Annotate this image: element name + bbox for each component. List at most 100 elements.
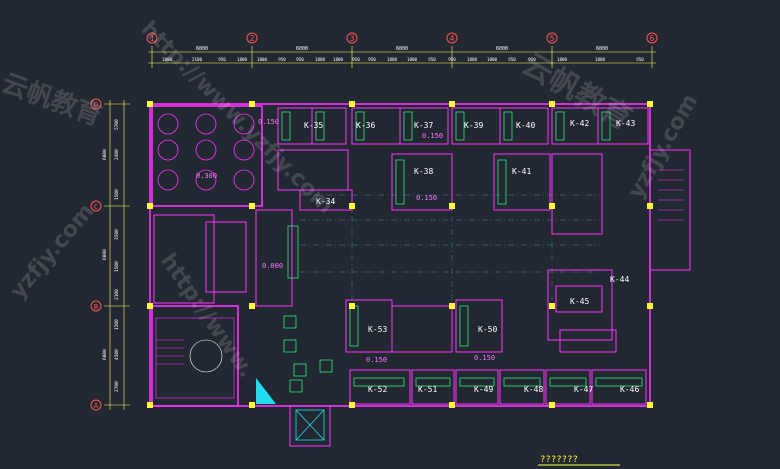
svg-text:1800: 1800 [487,57,498,62]
svg-text:1800: 1800 [407,57,418,62]
stair-left [155,317,235,399]
svg-text:K-50: K-50 [478,325,497,334]
grid-axis-6: 6 [646,32,658,44]
svg-text:4: 4 [450,34,455,43]
svg-text:950: 950 [528,57,536,62]
lobby-seating [283,315,333,393]
top-dimension-text: 6000 6000 6000 6000 6000 [196,46,608,52]
svg-text:云帆教育: 云帆教育 [0,67,106,132]
grid-axis-2: 2 [246,32,258,44]
svg-text:0.300: 0.300 [196,172,217,180]
svg-text:6000: 6000 [196,46,208,52]
svg-text:5: 5 [550,34,555,43]
svg-text:6000: 6000 [396,46,408,52]
grid-axis-5: 5 [546,32,558,44]
svg-text:950: 950 [508,57,516,62]
svg-text:5700: 5700 [114,119,120,130]
svg-text:950: 950 [296,57,304,62]
grid-axis-D: D [90,98,102,110]
elevator [295,409,325,441]
svg-text:K-47: K-47 [574,385,593,394]
grid-axis-3: 3 [346,32,358,44]
svg-text:http://www.: http://www. [155,249,259,382]
svg-text:1800: 1800 [237,57,248,62]
svg-text:K-43: K-43 [616,119,635,128]
room-labels-lower: K-53 K-50 [368,325,497,334]
svg-text:6000: 6000 [596,46,608,52]
svg-text:6000: 6000 [296,46,308,52]
svg-text:1800: 1800 [467,57,478,62]
svg-text:???????: ??????? [540,455,578,465]
svg-text:1800: 1800 [387,57,398,62]
svg-text:0.000: 0.000 [262,262,283,270]
svg-text:K-36: K-36 [356,121,375,130]
svg-text:0.150: 0.150 [474,354,495,362]
svg-text:950: 950 [218,57,226,62]
svg-text:K-39: K-39 [464,121,483,130]
sofa-fixtures [281,111,643,387]
svg-text:6000: 6000 [102,349,108,360]
dining-tables [157,113,255,191]
svg-text:A: A [94,402,99,410]
svg-text:K-34: K-34 [316,197,335,206]
svg-text:K-40: K-40 [516,121,535,130]
svg-text:1800: 1800 [257,57,268,62]
level-marks: 0.150 0.300 0.000 0.150 0.150 0.150 0.15… [196,118,495,364]
svg-text:0.150: 0.150 [258,118,279,126]
svg-text:B: B [94,303,98,311]
svg-text:K-42: K-42 [570,119,589,128]
svg-text:K-38: K-38 [414,167,433,176]
lower-room-walls [255,209,647,405]
svg-text:K-49: K-49 [474,385,493,394]
grid-axis-C: C [90,200,102,212]
svg-text:K-37: K-37 [414,121,433,130]
svg-text:0.150: 0.150 [366,356,387,364]
svg-text:6000: 6000 [102,249,108,260]
svg-text:1500: 1500 [114,189,120,200]
svg-text:950: 950 [352,57,360,62]
svg-text:1800: 1800 [315,57,326,62]
svg-text:1500: 1500 [114,319,120,330]
grid-axis-1: 1 [146,32,158,44]
svg-text:3: 3 [350,34,355,43]
grid-axis-B: B [90,300,102,312]
svg-text:950: 950 [448,57,456,62]
svg-text:950: 950 [368,57,376,62]
svg-text:950: 950 [278,57,286,62]
room-labels-bottom: K-52 K-51 K-49 K-48 K-47 K-46 [368,385,639,394]
svg-text:3500: 3500 [114,229,120,240]
cyan-triangle-marker [256,378,276,404]
svg-text:K-41: K-41 [512,167,531,176]
svg-text:K-51: K-51 [418,385,437,394]
svg-text:950: 950 [636,57,644,62]
svg-text:K-52: K-52 [368,385,387,394]
svg-text:6000: 6000 [496,46,508,52]
svg-text:K-35: K-35 [304,121,323,130]
stair-right [658,169,684,221]
svg-text:C: C [94,203,98,211]
room-labels-middle: K-38 K-41 K-34 K-44 K-45 [316,167,629,306]
svg-text:1: 1 [150,34,155,43]
top-room-walls [153,107,649,353]
top-grid-axes: 1 2 3 4 5 6 [146,32,658,44]
left-grid-axes: D C B A [90,98,102,411]
svg-text:D: D [94,101,98,109]
grid-axis-A: A [90,399,102,411]
drawing-title: ??????? [538,455,620,466]
svg-text:yzfjy.com: yzfjy.com [5,199,99,304]
left-dimension-text: 5700 2400 1500 3500 1500 2100 1500 4500 … [102,119,120,392]
svg-text:6000: 6000 [102,149,108,160]
svg-text:1800: 1800 [595,57,606,62]
svg-text:4500: 4500 [114,349,120,360]
svg-text:2700: 2700 [114,381,120,392]
svg-text:950: 950 [428,57,436,62]
svg-text:0.150: 0.150 [422,132,443,140]
svg-text:2400: 2400 [114,149,120,160]
svg-text:2100: 2100 [192,57,203,62]
top-subdimension-text: 1800 2100 950 1800 1800 950 950 1800 180… [162,57,644,62]
svg-text:K-48: K-48 [524,385,543,394]
svg-text:1800: 1800 [162,57,173,62]
svg-text:0.150: 0.150 [416,194,437,202]
svg-text:K-44: K-44 [610,275,629,284]
